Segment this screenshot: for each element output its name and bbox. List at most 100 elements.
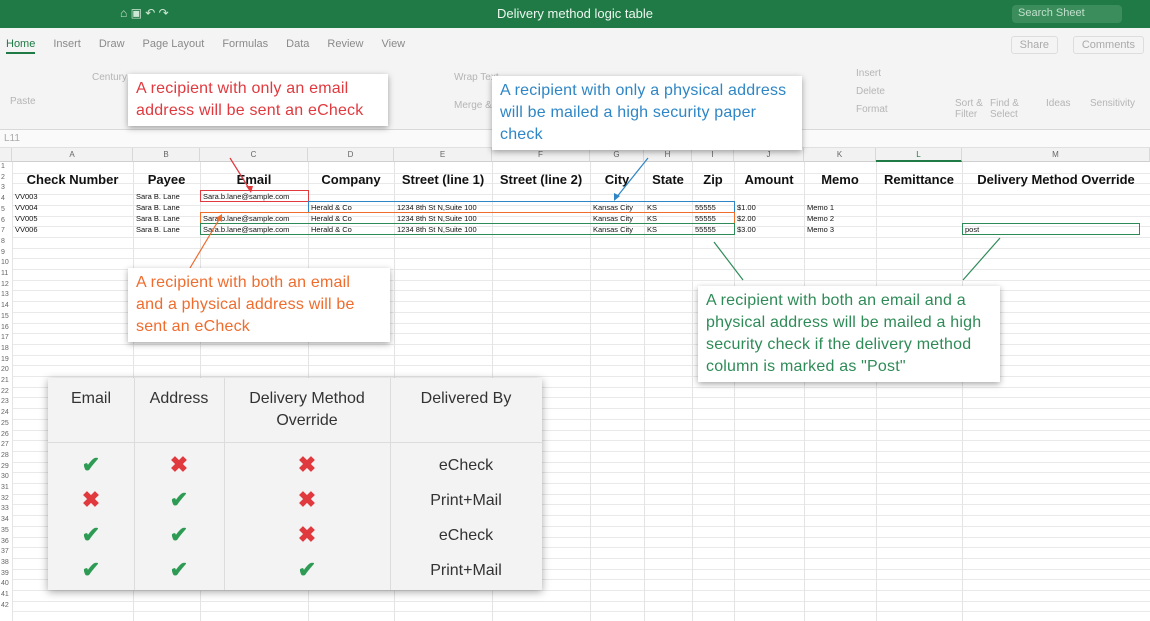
column-header-g[interactable]: G [590, 148, 644, 162]
cell-i5[interactable]: 55555 [695, 225, 716, 234]
cell-a3[interactable]: VV004 [15, 203, 38, 212]
row-header[interactable]: 2 [1, 173, 5, 181]
row-header[interactable]: 40 [1, 580, 9, 588]
row-header[interactable]: 41 [1, 591, 9, 598]
cell-d3[interactable]: Herald & Co [311, 203, 352, 212]
column-header-j[interactable]: J [734, 148, 804, 162]
row-header[interactable]: 25 [1, 419, 9, 427]
merge-button[interactable]: Merge & [454, 100, 492, 111]
header-zip[interactable]: Zip [703, 172, 723, 187]
row-header[interactable]: 4 [1, 195, 5, 203]
cell-j3[interactable]: $1.00 [737, 203, 756, 212]
cell-c2[interactable]: Sara.b.lane@sample.com [203, 192, 290, 201]
tab-data[interactable]: Data [286, 38, 310, 50]
cell-h3[interactable]: KS [647, 203, 658, 212]
tab-page-layout[interactable]: Page Layout [142, 38, 205, 50]
ideas-button[interactable]: Ideas [1046, 98, 1071, 109]
tab-home[interactable]: Home [6, 38, 36, 54]
row-header[interactable]: 5 [1, 205, 5, 213]
row-header[interactable]: 6 [1, 216, 5, 224]
cell-b3[interactable]: Sara B. Lane [136, 203, 180, 212]
tab-review[interactable]: Review [327, 38, 364, 50]
cell-d5[interactable]: Herald & Co [311, 225, 352, 234]
row-header[interactable]: 18 [1, 344, 9, 352]
row-header[interactable]: 19 [1, 355, 9, 363]
column-header-c[interactable]: C [200, 148, 308, 162]
cell-b5[interactable]: Sara B. Lane [136, 225, 180, 234]
row-header[interactable]: 3 [1, 184, 5, 192]
row-header[interactable]: 33 [1, 505, 9, 513]
cell-k5[interactable]: Memo 3 [807, 225, 835, 234]
tab-formulas[interactable]: Formulas [222, 38, 269, 50]
wrap-text-button[interactable]: Wrap Text [454, 72, 499, 83]
row-header[interactable]: 23 [1, 398, 9, 406]
cell-g3[interactable]: Kansas City [593, 203, 634, 212]
row-header[interactable]: 22 [1, 387, 9, 395]
header-city[interactable]: City [604, 172, 630, 187]
column-header-m[interactable]: M [962, 148, 1150, 162]
row-header[interactable]: 31 [1, 484, 9, 491]
cell-i4[interactable]: 55555 [695, 214, 716, 223]
header-email[interactable]: Email [236, 172, 272, 187]
column-header-e[interactable]: E [394, 148, 492, 162]
tab-view[interactable]: View [381, 38, 406, 50]
share-button[interactable]: Share [1010, 36, 1058, 54]
cell-d4[interactable]: Herald & Co [311, 214, 352, 223]
cell-b2[interactable]: Sara B. Lane [136, 192, 180, 201]
comments-button[interactable]: Comments [1072, 36, 1144, 54]
row-header[interactable]: 10 [1, 259, 9, 267]
tab-insert[interactable]: Insert [53, 38, 81, 50]
row-header[interactable]: 39 [1, 569, 9, 577]
cell-e5[interactable]: 1234 8th St N,Suite 100 [397, 225, 477, 234]
column-header-i[interactable]: I [692, 148, 734, 162]
cell-k3[interactable]: Memo 1 [807, 203, 835, 212]
cell-h5[interactable]: KS [647, 225, 658, 234]
column-header-f[interactable]: F [492, 148, 590, 162]
column-header-b[interactable]: B [133, 148, 200, 162]
row-header[interactable]: 11 [1, 270, 9, 277]
header-amount[interactable]: Amount [744, 172, 794, 187]
row-header[interactable]: 28 [1, 451, 9, 459]
row-header[interactable]: 12 [1, 280, 9, 288]
column-header-d[interactable]: D [308, 148, 394, 162]
cell-g5[interactable]: Kansas City [593, 225, 634, 234]
format-button[interactable]: Format [856, 104, 888, 115]
column-header-a[interactable]: A [12, 148, 133, 162]
cell-i3[interactable]: 55555 [695, 203, 716, 212]
row-header[interactable]: 30 [1, 473, 9, 481]
header-company[interactable]: Company [321, 172, 381, 187]
cell-a4[interactable]: VV005 [15, 214, 38, 223]
row-header[interactable]: 42 [1, 601, 9, 609]
column-header-h[interactable]: H [644, 148, 692, 162]
row-header[interactable]: 27 [1, 441, 9, 449]
paste-button[interactable]: Paste [10, 96, 36, 107]
header-memo[interactable]: Memo [821, 172, 859, 187]
header-state[interactable]: State [652, 172, 684, 187]
home-icon[interactable]: ⌂ ▣ ↶ ↷ [120, 6, 169, 20]
row-header[interactable]: 7 [1, 227, 5, 235]
cell-h4[interactable]: KS [647, 214, 658, 223]
cell-c5[interactable]: Sara.b.lane@sample.com [203, 225, 290, 234]
row-header[interactable]: 15 [1, 312, 9, 320]
sort-filter-button[interactable]: Sort & Filter [955, 98, 983, 120]
row-header[interactable]: 36 [1, 537, 9, 545]
cell-c4[interactable]: Sara.b.lane@sample.com [203, 214, 290, 223]
header-delivery-method-override[interactable]: Delivery Method Override [977, 172, 1135, 187]
row-header[interactable]: 14 [1, 302, 9, 310]
row-header[interactable]: 29 [1, 462, 9, 470]
header-street-1[interactable]: Street (line 1) [401, 172, 485, 187]
sensitivity-button[interactable]: Sensitivity [1090, 98, 1136, 109]
row-header[interactable]: 34 [1, 516, 9, 524]
cell-reference[interactable]: L11 [4, 133, 20, 144]
cell-j4[interactable]: $2.00 [737, 214, 756, 223]
delete-button[interactable]: Delete [856, 86, 885, 97]
cell-k4[interactable]: Memo 2 [807, 214, 835, 223]
find-select-button[interactable]: Find & Select [990, 98, 1019, 120]
row-header[interactable]: 9 [1, 248, 5, 256]
header-street-2[interactable]: Street (line 2) [499, 172, 583, 187]
row-header[interactable]: 38 [1, 558, 9, 566]
row-header[interactable]: 35 [1, 526, 9, 534]
row-header[interactable]: 37 [1, 548, 9, 556]
cell-m5[interactable]: post [965, 225, 980, 234]
row-header[interactable]: 8 [1, 237, 5, 245]
